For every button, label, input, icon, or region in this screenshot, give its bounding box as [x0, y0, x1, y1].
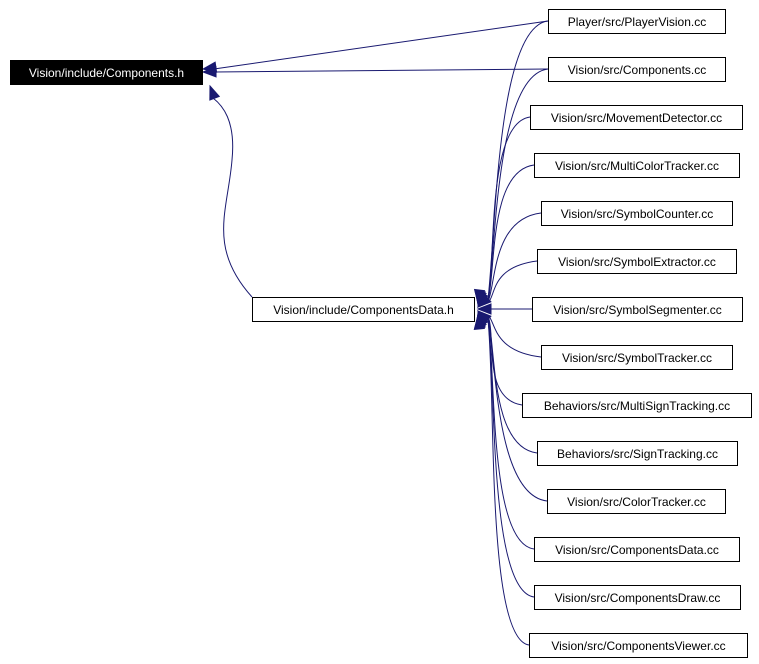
node-multi-sign-tracking[interactable]: Behaviors/src/MultiSignTracking.cc [522, 393, 752, 418]
edge-sign_tracking-to-components_data_h [475, 311, 538, 454]
edge-components_data_cc-to-components_data_h [474, 313, 535, 550]
node-box [252, 297, 475, 322]
node-label: Vision/src/ComponentsDraw.cc [555, 591, 721, 605]
node-box [10, 60, 203, 85]
node-label: Player/src/PlayerVision.cc [568, 15, 707, 29]
node-box [532, 297, 743, 322]
edge-symbol_counter-to-components_data_h [477, 212, 542, 308]
edge-line [487, 212, 542, 303]
node-box [537, 441, 738, 466]
node-label: Vision/src/ColorTracker.cc [567, 495, 706, 509]
arrowhead-icon [473, 314, 486, 331]
edge-multi_color_tracker-to-components_data_h [475, 164, 535, 307]
node-box [537, 249, 737, 274]
node-box [534, 585, 741, 610]
node-box [522, 393, 752, 418]
arrowhead-icon [209, 84, 221, 101]
node-symbol-tracker[interactable]: Vision/src/SymbolTracker.cc [541, 345, 733, 370]
node-symbol-extractor[interactable]: Vision/src/SymbolExtractor.cc [537, 249, 737, 274]
node-components-cc[interactable]: Vision/src/Components.cc [548, 57, 726, 82]
node-color-tracker[interactable]: Vision/src/ColorTracker.cc [547, 489, 726, 514]
edge-line [487, 164, 535, 302]
edge-line [213, 20, 549, 70]
node-label: Vision/src/MultiColorTracker.cc [555, 159, 719, 173]
node-symbol-segmenter[interactable]: Vision/src/SymbolSegmenter.cc [532, 297, 743, 322]
edge-components_cc-to-components_h [201, 66, 549, 78]
node-box [530, 105, 743, 130]
edge-line [487, 314, 542, 358]
edge-line [487, 317, 548, 502]
node-player-vision[interactable]: Player/src/PlayerVision.cc [548, 9, 726, 34]
nodes-layer: Vision/include/Components.hVision/includ… [10, 9, 752, 658]
node-multi-color-tracker[interactable]: Vision/src/MultiColorTracker.cc [534, 153, 740, 178]
node-movement-detector[interactable]: Vision/src/MovementDetector.cc [530, 105, 743, 130]
node-components-viewer[interactable]: Vision/src/ComponentsViewer.cc [529, 633, 748, 658]
edge-components_draw-to-components_data_h [473, 313, 535, 598]
node-label: Vision/include/Components.h [29, 66, 184, 80]
node-label: Vision/src/Components.cc [568, 63, 707, 77]
edge-line [487, 319, 530, 646]
node-components-data-h[interactable]: Vision/include/ComponentsData.h [252, 297, 475, 322]
node-label: Vision/src/SymbolTracker.cc [562, 351, 712, 365]
arrowhead-icon [476, 293, 492, 308]
arrowhead-icon [476, 303, 492, 315]
node-label: Vision/src/SymbolCounter.cc [561, 207, 714, 221]
node-box [529, 633, 748, 658]
node-box [541, 201, 733, 226]
node-label: Vision/src/SymbolExtractor.cc [558, 255, 716, 269]
edge-symbol_tracker-to-components_data_h [476, 310, 542, 358]
edge-symbol_extractor-to-components_data_h [476, 260, 538, 308]
node-label: Vision/src/ComponentsViewer.cc [551, 639, 725, 653]
edge-line [487, 315, 523, 406]
node-symbol-counter[interactable]: Vision/src/SymbolCounter.cc [541, 201, 733, 226]
node-label: Vision/src/SymbolSegmenter.cc [553, 303, 722, 317]
node-box [548, 9, 726, 34]
node-components-draw[interactable]: Vision/src/ComponentsDraw.cc [534, 585, 741, 610]
node-sign-tracking[interactable]: Behaviors/src/SignTracking.cc [537, 441, 738, 466]
edge-components_viewer-to-components_data_h [473, 314, 530, 646]
node-box [534, 537, 740, 562]
edge-line [487, 116, 531, 301]
edge-components_data_h-to-components_h [209, 84, 253, 298]
arrowhead-icon [201, 66, 217, 78]
node-box [534, 153, 740, 178]
node-components-data-cc[interactable]: Vision/src/ComponentsData.cc [534, 537, 740, 562]
edge-line [487, 316, 538, 454]
edge-line [213, 68, 549, 73]
edge-line [487, 318, 535, 598]
edge-line [212, 97, 253, 298]
edges-layer [201, 20, 549, 646]
node-label: Vision/include/ComponentsData.h [273, 303, 454, 317]
node-label: Behaviors/src/SignTracking.cc [557, 447, 718, 461]
node-box [547, 489, 726, 514]
node-label: Behaviors/src/MultiSignTracking.cc [544, 399, 730, 413]
edge-symbol_segmenter-to-components_data_h [476, 303, 532, 315]
node-box [548, 57, 726, 82]
edge-player_vision-to-components_h [201, 20, 549, 73]
node-label: Vision/src/MovementDetector.cc [551, 111, 722, 125]
node-box [541, 345, 733, 370]
node-components-h[interactable]: Vision/include/Components.h [10, 60, 203, 85]
node-label: Vision/src/ComponentsData.cc [555, 543, 719, 557]
